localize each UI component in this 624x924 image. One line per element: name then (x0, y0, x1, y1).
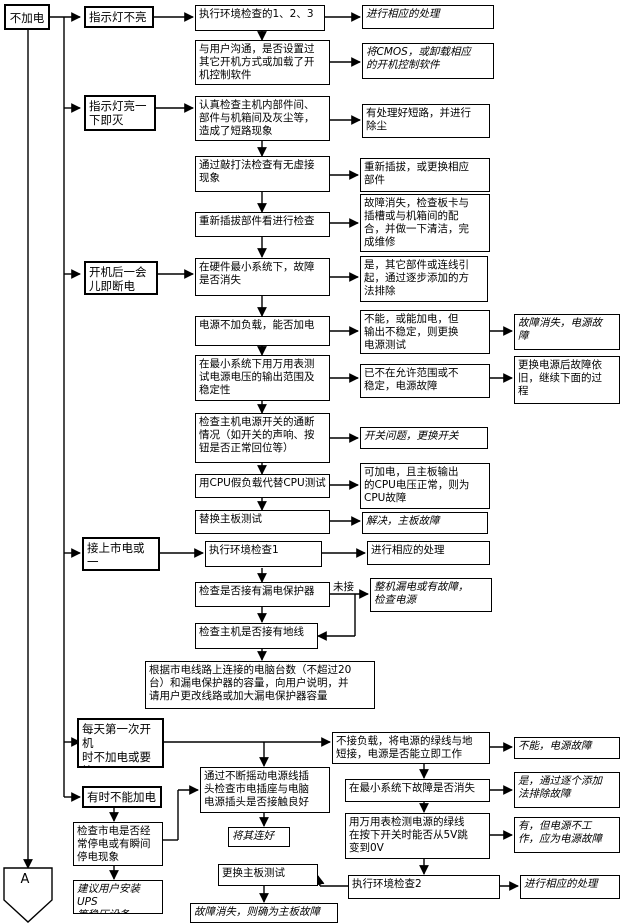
result-psu-fault-b: 不能，电源故障 (514, 737, 620, 759)
branch-first-boot-slow: 每天第一次开机 时不加电或要等 很长时间才启动 (77, 718, 164, 768)
result-fault-gone: 故障消失，检查板卡与 插槽或与机箱间的配 合，并做一下清洁，完 成维修 (360, 194, 490, 252)
step-cpu-dummy-load: 用CPU假负载代替CPU测试 (195, 474, 330, 498)
step-env-check-1: 执行环境检查1 (205, 541, 322, 567)
result-swap-psu: 不能，或能加电，但 输出不稳定，则更换 电源测试 (360, 310, 490, 354)
step-advise-user-circuit: 根据市电线路上连接的电脑台数（不超过20 台）和漏电保护器的容量，向用户说明，并… (145, 661, 375, 709)
result-board-fault: 解决，主板故障 (362, 512, 488, 534)
step-check-mains-outage: 检查市电是否经 常停电或有瞬间 停电现象 (73, 822, 163, 866)
step-reseat-parts: 重新插拔部件看进行检查 (195, 212, 330, 237)
step-env-check-123: 执行环境检查的1、2、3 (195, 5, 325, 31)
step-tap-test: 通过敲打法检查有无虚接 现象 (195, 156, 330, 192)
result-install-ups: 建议用户安装UPS 等稳压设备 (73, 880, 163, 914)
step-ground-wire: 检查主机是否接有地线 (195, 623, 318, 649)
result-handle-3: 进行相应的处理 (520, 875, 620, 899)
result-board-fault-2: 故障消失，则确为主板故障 (190, 903, 338, 923)
result-continue: 更换电源后故障依 旧，继续下面的过 程 (514, 356, 620, 404)
step-replace-board-2: 更换主板测试 (218, 864, 318, 886)
step-env-check-2: 执行环境检查2 (348, 875, 500, 899)
connector-shape (3, 867, 53, 923)
result-reseat: 重新插拔，或更换相应 部件 (360, 158, 490, 192)
result-add-parts: 是，其它部件或连线引 起，通过逐步添加的方 法排除 (360, 256, 488, 302)
step-ask-user-boot-config: 与用户沟通，是否设置过 其它开机方式或加载了开 机控制软件 (195, 40, 330, 85)
result-cmos-software: 将CMOS，或卸载相应 的开机控制软件 (362, 43, 494, 79)
start-no-power: 不加电 (4, 4, 50, 30)
connector-label: A (20, 872, 30, 887)
result-replace-switch: 开关问题，更换开关 (360, 427, 488, 449)
step-power-switch: 检查主机电源开关的通断 情况（如开关的声响、按 钮是否正常回位等） (195, 413, 330, 463)
result-fix-short: 有处理好短路，并进行 除尘 (362, 104, 490, 138)
branch-shutdown-after-boot: 开机后一会 儿即断电 (84, 261, 158, 295)
step-minimal-system: 在硬件最小系统下，故障 是否消失 (195, 258, 330, 296)
result-leakage: 整机漏电或有故障， 检查电源 (370, 578, 492, 612)
branch-intermittent: 有时不能加电 (82, 786, 162, 808)
result-handle-2: 进行相应的处理 (367, 541, 490, 565)
branch-mains-trip: 接上市电或一 开机市电即断 (82, 537, 160, 571)
result-psu-fault-c: 有，但电源不工 作，应为电源故障 (514, 817, 620, 853)
branch-indicator-off: 指示灯不亮 (84, 6, 154, 28)
step-replace-board: 替换主板测试 (195, 510, 330, 534)
result-add-one-by-one: 是，通过逐个添加 法排除故障 (514, 772, 620, 808)
result-handle: 进行相应的处理 (362, 5, 494, 29)
step-measure-green-wire: 用万用表检测电源的绿线 在按下开关时能否从5V跳 变到0V (345, 813, 490, 859)
label-not-connected: 未接 (333, 581, 354, 593)
step-wiggle-plug: 通过不断摇动电源线插 头检查市电插座与电脑 电源插头是否接触良好 (200, 767, 330, 813)
result-psu-unstable: 已不在允许范围或不 稳定，电源故障 (360, 364, 490, 398)
step-psu-no-load: 电源不加负载，能否加电 (195, 316, 330, 346)
step-minimal-system-2: 在最小系统下故障是否消失 (345, 779, 490, 802)
step-multimeter-psu: 在最小系统下用万用表测 试电源电压的输出范围及 稳定性 (195, 355, 330, 401)
branch-indicator-flash: 指示灯亮一 下即灭 (84, 95, 156, 131)
step-check-short-circuit: 认真检查主机内部件间、 部件与机箱间及灰尘等， 造成了短路现象 (195, 96, 330, 141)
result-cpu-fault: 可加电，且主板输出 的CPU电压正常，则为 CPU故障 (360, 463, 490, 509)
result-connect: 将其连好 (228, 827, 290, 847)
step-short-green-wire: 不接负载，将电源的绿线与地 短接，电源是否能立即工作 (332, 732, 490, 764)
result-psu-fault-a: 故障消失，电源故 障 (514, 314, 620, 350)
step-leakage-protector: 检查是否接有漏电保护器 (195, 582, 330, 607)
